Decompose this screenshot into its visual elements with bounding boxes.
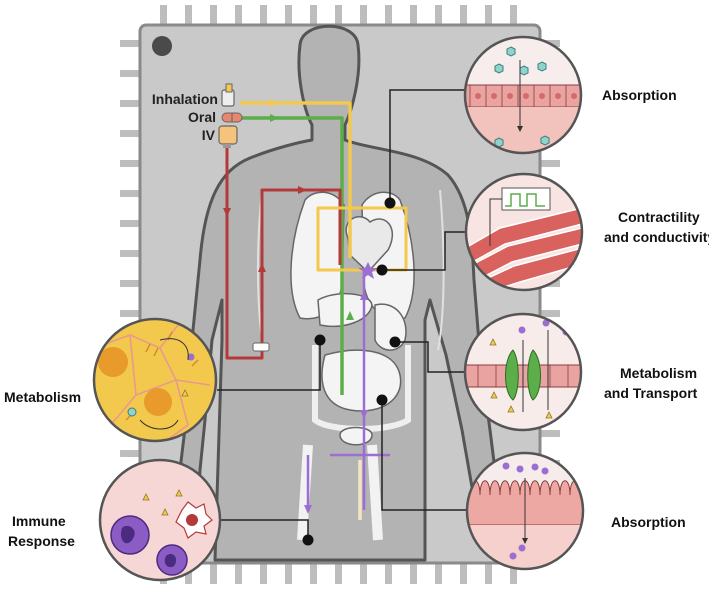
liver [317, 292, 373, 327]
label-immune-line2: Response [8, 533, 75, 549]
metabolite-node [358, 262, 378, 279]
label-absorption-bottom: Absorption [611, 514, 686, 530]
inset-metabolism-liver [92, 317, 218, 443]
inset-absorption-top [463, 35, 583, 155]
bladder [339, 426, 373, 446]
inset-immune-response [98, 458, 222, 582]
arm-vessel-right [437, 189, 445, 351]
iv-bag-icon [218, 125, 238, 148]
label-metabolism-transport-line2: and Transport [604, 385, 698, 401]
iv-channel [225, 145, 342, 360]
chip-orientation-dot [152, 36, 172, 56]
label-immune-line1: Immune [12, 513, 66, 529]
label-contractility-line1: Contractility [618, 209, 700, 225]
dosing-devices [218, 83, 270, 352]
inset-metabolism-transport [463, 312, 583, 432]
small-intestine [321, 349, 402, 412]
connector-dots [302, 197, 401, 546]
right-femur [367, 444, 383, 541]
flow-routes [223, 99, 408, 520]
pill-icon [221, 112, 243, 123]
route-label-inhalation: Inhalation [152, 91, 218, 107]
label-metabolism-left: Metabolism [4, 389, 81, 405]
flow-arrowheads [223, 99, 368, 514]
label-metabolism-transport-line1: Metabolism [620, 365, 697, 381]
route-label-oral: Oral [188, 109, 216, 125]
connector-lines [217, 89, 467, 540]
label-absorption-top: Absorption [602, 87, 677, 103]
inhaler-icon [221, 83, 235, 107]
route-label-iv: IV [202, 127, 216, 143]
label-contractility-line2: and conductivity [604, 229, 709, 245]
iv-port [252, 342, 270, 352]
